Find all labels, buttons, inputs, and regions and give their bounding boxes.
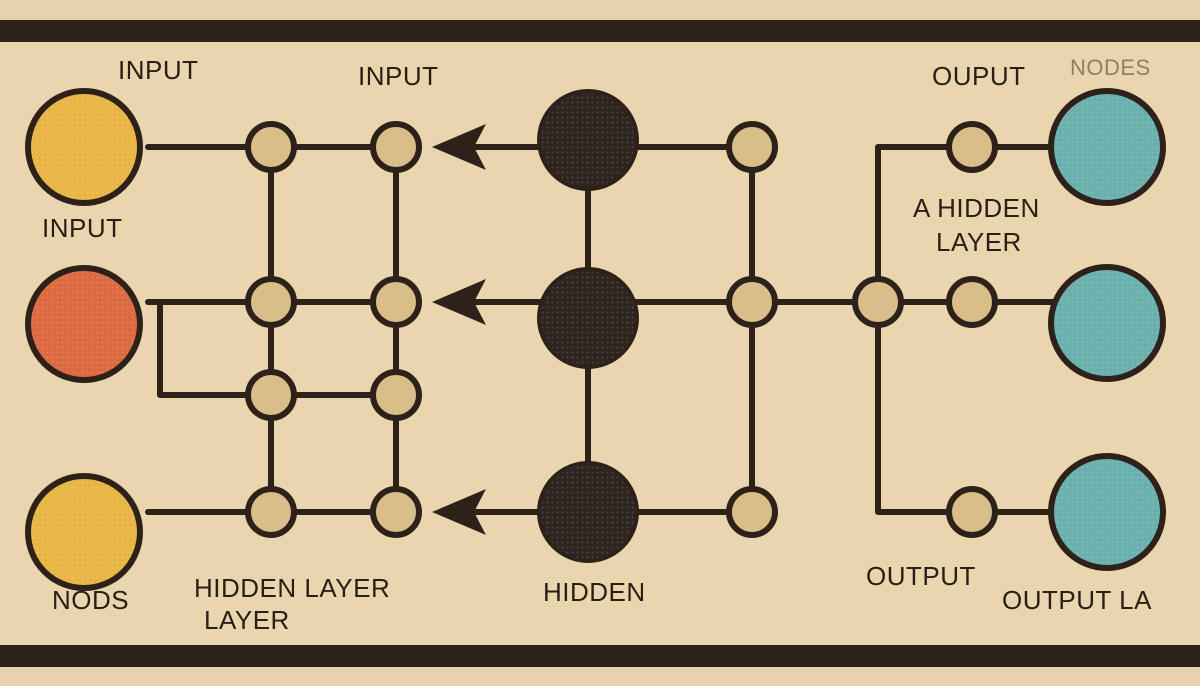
edge-out-bracket — [875, 144, 975, 515]
label-a-hidden: A HIDDEN — [913, 193, 1040, 223]
arrow-left-icon — [432, 124, 486, 170]
hidden-node — [946, 276, 998, 328]
label-ouput-top: OUPUT — [932, 61, 1026, 91]
label-hidden-layer: HIDDEN LAYER — [194, 573, 391, 603]
label-layer-bottom: LAYER — [204, 605, 290, 635]
label-input-top-mid: INPUT — [358, 61, 439, 91]
label-output: OUTPUT — [866, 561, 976, 591]
arrow-left-icon — [432, 489, 486, 535]
hidden-node — [370, 121, 422, 173]
edge-input2-h3 — [157, 299, 399, 398]
arrow-heads — [432, 124, 486, 535]
hidden-node — [245, 369, 297, 421]
label-input-top-left: INPUT — [118, 55, 199, 85]
label-nodes-top: NODES — [1070, 55, 1151, 80]
hidden-node — [370, 486, 422, 538]
hidden-node — [726, 121, 778, 173]
hidden-node — [370, 276, 422, 328]
hidden-node — [946, 486, 998, 538]
hidden-node — [370, 369, 422, 421]
hidden-node — [245, 276, 297, 328]
frame-top-edge — [0, 0, 1200, 20]
frame-bottom-edge — [0, 667, 1200, 686]
label-output-la: OUTPUT LA — [1002, 585, 1152, 615]
label-layer-right: LAYER — [936, 227, 1022, 257]
label-nods: NODS — [52, 585, 130, 615]
hidden-node — [245, 121, 297, 173]
frame-bottom-border — [0, 645, 1200, 667]
hidden-node — [726, 486, 778, 538]
hidden-node — [245, 486, 297, 538]
label-hidden: HIDDEN — [543, 577, 646, 607]
hidden-node — [726, 276, 778, 328]
frame-top-border — [0, 20, 1200, 42]
hidden-node — [946, 121, 998, 173]
arrow-left-icon — [432, 279, 486, 325]
hidden-node — [852, 276, 904, 328]
hidden-small-nodes — [245, 121, 998, 538]
label-input-left: INPUT — [42, 213, 123, 243]
